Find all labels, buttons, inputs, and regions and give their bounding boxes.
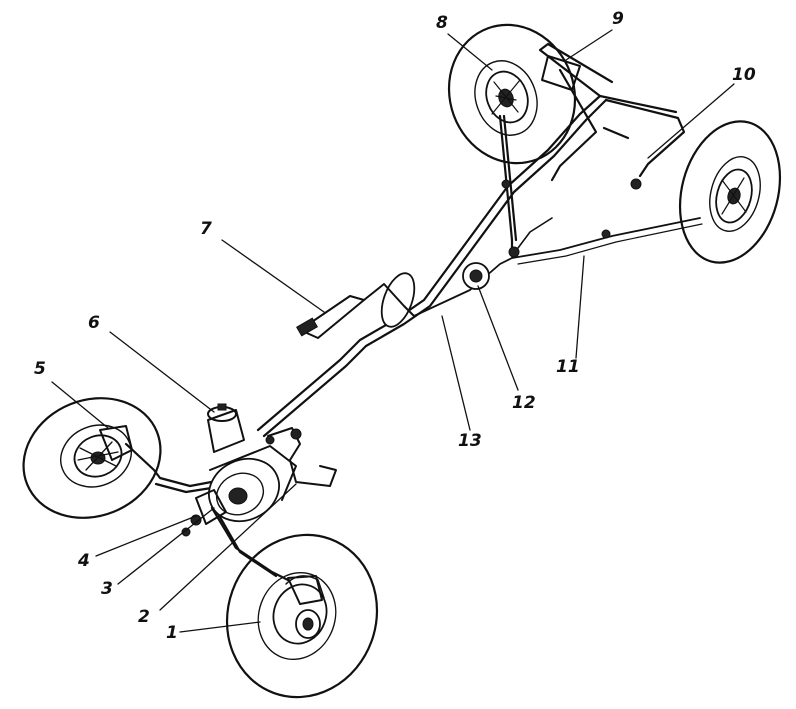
callout-9: 9: [612, 9, 624, 29]
pressure-regulator: [462, 262, 490, 290]
callout-13: 13: [458, 431, 482, 451]
front-left-wheel: [22, 397, 162, 519]
front-calipers: [99, 425, 323, 605]
brake-booster: [208, 445, 297, 523]
callout-5: 5: [34, 359, 46, 379]
callout-12: 12: [512, 393, 536, 413]
callout-2: 2: [138, 607, 150, 627]
callout-8: 8: [436, 13, 448, 33]
callout-1: 1: [166, 623, 178, 643]
callout-4: 4: [77, 551, 90, 571]
callout-11: 11: [556, 357, 580, 377]
fluid-reservoir: [207, 403, 245, 453]
callout-6: 6: [88, 313, 100, 333]
callout-10: 10: [732, 65, 756, 85]
front-right-wheel: [225, 533, 379, 699]
brake-pedal: [265, 427, 337, 487]
callout-7: 7: [200, 219, 212, 239]
leader-lines: [51, 29, 735, 633]
rear-left-wheel: [447, 23, 577, 165]
rear-right-wheel: [678, 120, 782, 264]
rear-brake-fittings: [501, 55, 642, 258]
brake-lines: [124, 42, 703, 582]
callout-3: 3: [101, 579, 113, 599]
hand-brake-lever: [296, 272, 416, 339]
